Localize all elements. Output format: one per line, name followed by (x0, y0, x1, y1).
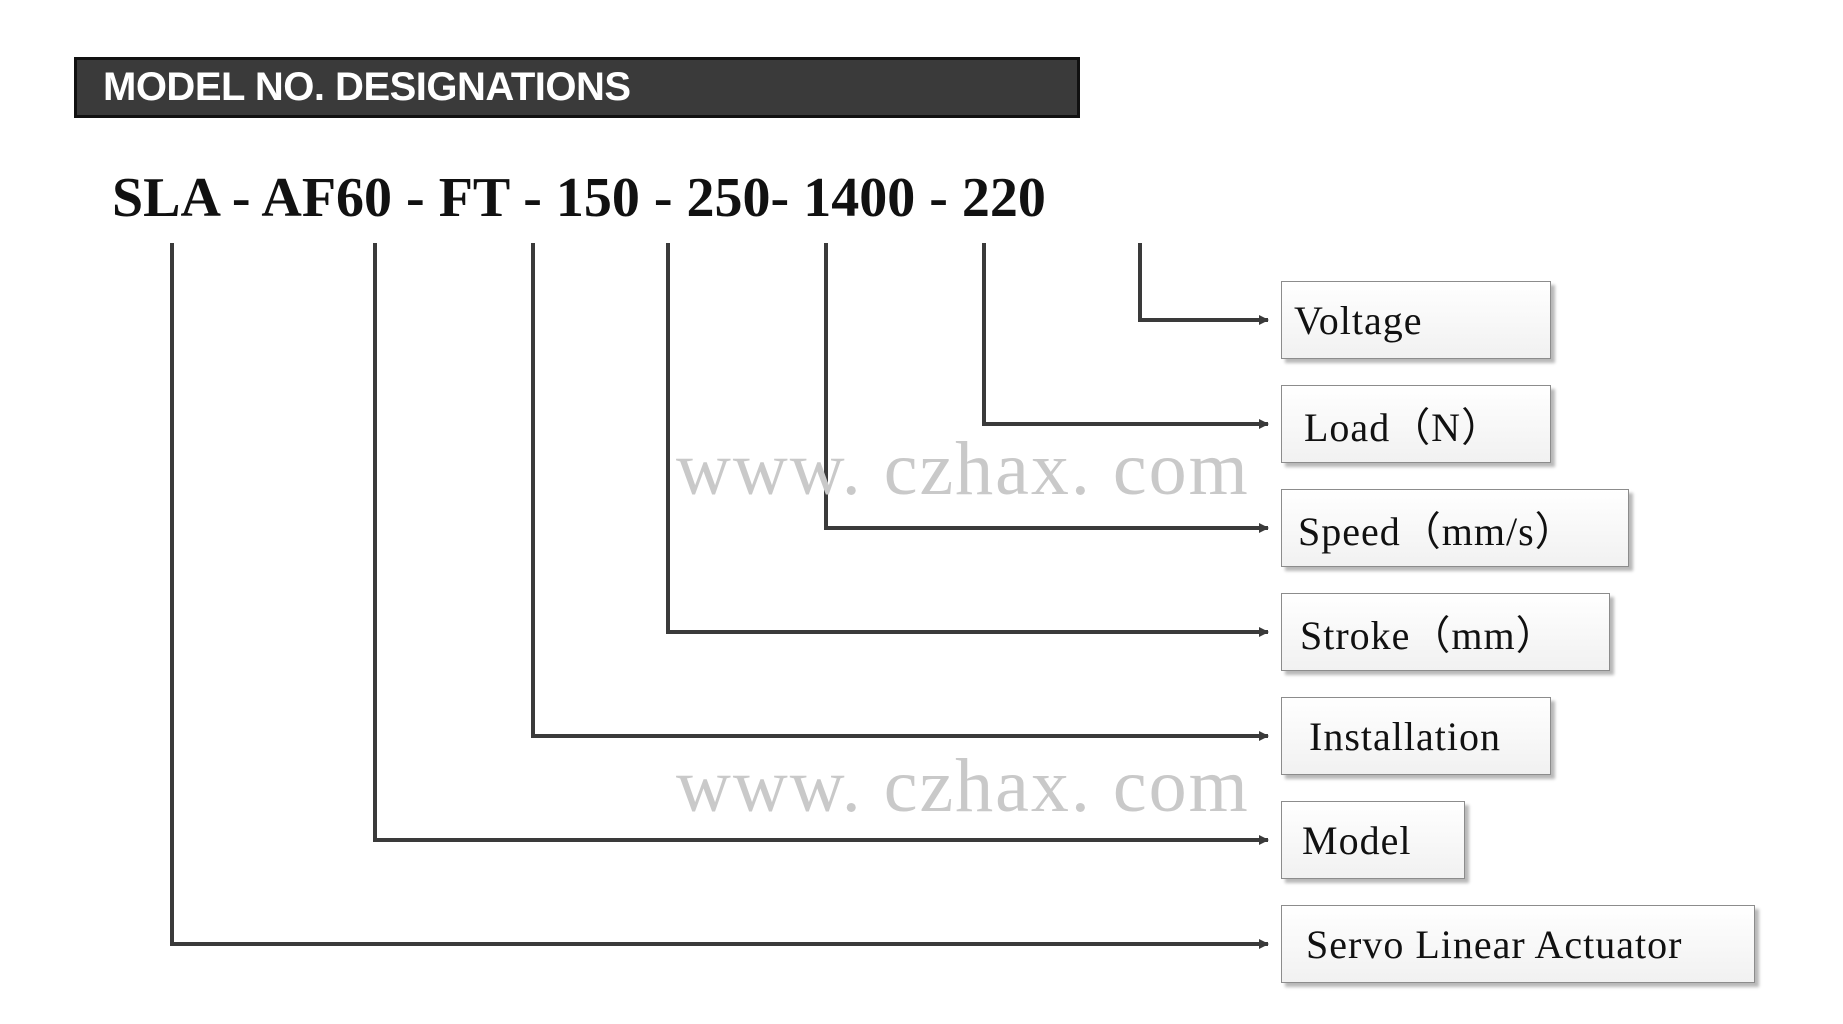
watermark-top: www. czhax. com (676, 427, 1250, 511)
title-bar: MODEL NO. DESIGNATIONS (74, 57, 1080, 118)
label-servo: Servo Linear Actuator (1281, 905, 1755, 983)
connector-load (982, 243, 1269, 429)
label-installation-text: Installation (1309, 713, 1501, 759)
label-servo-text: Servo Linear Actuator (1306, 921, 1683, 967)
label-speed-text: Speed（mm/s） (1298, 509, 1576, 554)
connector-speed (824, 243, 1269, 533)
label-voltage-text: Voltage (1294, 297, 1423, 343)
watermark-bottom: www. czhax. com (676, 744, 1250, 828)
connector-installation (531, 243, 1269, 741)
connector-stroke (666, 243, 1269, 637)
label-stroke: Stroke（mm） (1281, 593, 1610, 671)
label-stroke-text: Stroke（mm） (1300, 613, 1557, 658)
page-title: MODEL NO. DESIGNATIONS (103, 65, 631, 109)
label-model: Model (1281, 801, 1465, 879)
connector-model (373, 243, 1269, 845)
label-load: Load（N） (1281, 385, 1551, 463)
label-voltage: Voltage (1281, 281, 1551, 359)
model-code: SLA - AF60 - FT - 150 - 250- 1400 - 220 (112, 167, 1046, 229)
label-installation: Installation (1281, 697, 1551, 775)
label-model-text: Model (1302, 817, 1412, 863)
connector-voltage (1138, 243, 1269, 325)
connector-servo (170, 243, 1269, 949)
label-speed: Speed（mm/s） (1281, 489, 1629, 567)
label-load-text: Load（N） (1304, 405, 1503, 450)
